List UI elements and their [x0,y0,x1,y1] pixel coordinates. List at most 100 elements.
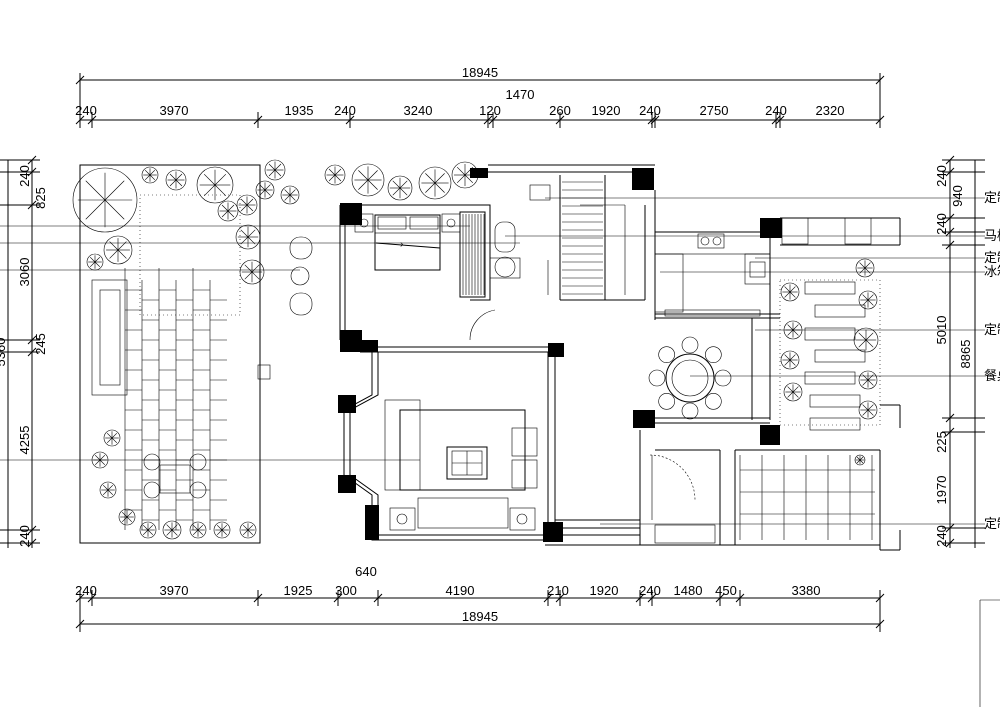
bottom-seg-6: 210 [547,583,569,598]
plant-icon [855,258,875,278]
bathroom-fixtures [469,184,551,341]
callout-1: 定制 [984,190,1000,205]
right-courtyard [739,279,881,540]
plant-icon [351,163,385,197]
garden-terrace [79,164,271,544]
garden-furniture [143,236,313,499]
plant-icon [141,166,159,184]
plant-icon [780,282,800,302]
bottom-dimensions: 640 240 3970 1925 300 4190 210 1920 240 … [75,564,885,632]
callout-3: 定制 [984,250,1000,265]
kitchen-counter [654,217,872,317]
plant-icon [86,253,104,271]
plant-icon [264,159,286,181]
plant-icon [280,185,300,205]
plant-icon [853,327,879,353]
callout-4: 冰箱 [984,264,1000,279]
top-sub-dim: 1470 [506,87,535,102]
bottom-seg-2: 3970 [160,583,189,598]
plant-icon [162,520,182,540]
bottom-extra-dim: 640 [355,564,377,579]
plant-icon [239,521,257,539]
bottom-seg-1: 240 [75,583,97,598]
bottom-seg-7: 1920 [590,583,619,598]
bed: › [354,213,461,271]
right-dim-2: 940 [950,185,965,207]
right-dim-6: 1970 [934,476,949,505]
top-seg-10: 2750 [700,103,729,118]
plant-icon [783,320,803,340]
plant-icon [858,290,878,310]
plant-icon [103,429,121,447]
plant-icon [780,350,800,370]
callout-2: 马桶 [984,228,1000,243]
top-seg-7: 260 [549,103,571,118]
plant-icon [783,382,803,402]
plant-icon [239,259,265,285]
living-room-sofa [384,399,538,531]
plant-icon [139,521,157,539]
plant-icon [858,370,878,390]
right-dim-3: 240 [934,213,949,235]
callout-5: 定制 [984,322,1000,337]
bottom-total-dim: 18945 [462,609,498,624]
right-callouts: 定制 马桶 定制 冰箱 定制 餐桌 定制 [505,190,1000,531]
frame-corner [979,599,1000,707]
top-total-dim: 18945 [462,65,498,80]
plant-icon [255,180,275,200]
top-seg-3: 1935 [285,103,314,118]
bottom-seg-4: 300 [335,583,357,598]
right-dim-5: 225 [934,431,949,453]
bottom-seg-9: 1480 [674,583,703,598]
plant-icon [103,235,133,265]
bottom-seg-5: 4190 [446,583,475,598]
dining-table [648,336,732,420]
plant-icon [858,400,878,420]
plant-icon [236,194,258,216]
right-dimensions: 240 940 240 5010 225 1970 240 8865 [934,155,985,548]
entry-door [649,454,696,520]
top-seg-5: 3240 [404,103,433,118]
right-dim-1: 240 [934,165,949,187]
left-dim-cut: 5360 [0,338,8,367]
plant-icon [91,451,109,469]
bed-mark-icon: › [400,239,403,250]
plant-icon [217,200,239,222]
left-dim-2: 825 [33,187,48,209]
left-dim-5: 4255 [17,426,32,455]
top-seg-6: 120 [479,103,501,118]
left-dimensions: 240 825 3060 245 4255 240 5360 [0,155,48,548]
house-walls [338,164,901,551]
plant-icon [99,481,117,499]
top-seg-8: 1920 [592,103,621,118]
plant-icons [72,159,879,540]
top-seg-2: 3970 [160,103,189,118]
callout-7: 定制 [984,516,1000,531]
staircase [562,181,626,295]
plant-icon [324,164,346,186]
bottom-seg-3: 1925 [284,583,313,598]
plant-icon [165,169,187,191]
top-seg-1: 240 [75,103,97,118]
plant-icon [418,166,452,200]
bottom-seg-10: 450 [715,583,737,598]
top-seg-11: 240 [765,103,787,118]
left-dim-6: 240 [17,525,32,547]
plant-icon [189,521,207,539]
top-seg-12: 2320 [816,103,845,118]
plant-icon [854,454,866,466]
top-dimensions: 18945 1470 240 3970 1935 240 3240 120 26… [75,65,885,128]
right-dim-7: 240 [934,525,949,547]
top-seg-4: 240 [334,103,356,118]
left-dim-1: 240 [17,165,32,187]
wardrobe [459,211,486,298]
left-dim-3: 3060 [17,258,32,287]
plant-icon [235,224,261,250]
plant-icon [196,166,234,204]
bottom-seg-8: 240 [639,583,661,598]
plant-icon [387,175,413,201]
plant-icon [213,521,231,539]
callout-6: 餐桌 [984,368,1000,383]
top-seg-9: 240 [639,103,661,118]
